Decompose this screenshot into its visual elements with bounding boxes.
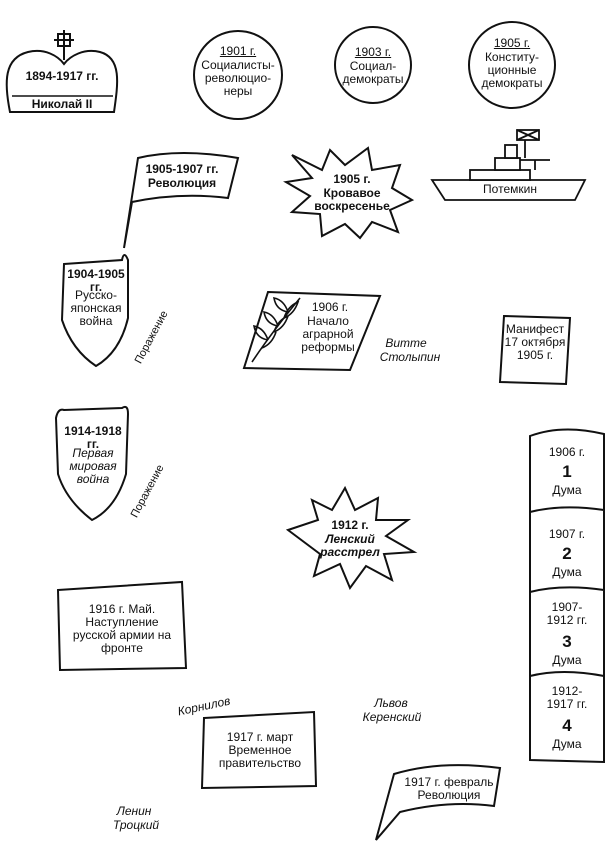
shield-ww1 [54,405,130,522]
figure-trotsky: Троцкий [112,818,160,832]
duma-2-number: 2 [562,544,572,563]
explosion-lena [285,485,418,591]
provisional-label: 1917 г. март Временное правительство [218,730,302,770]
wheat-icon [251,296,301,363]
russo-japanese-years: 1904-1905 гг. [67,267,125,294]
flag-1917-shape [375,764,502,841]
duma-1-number: 1 [562,462,572,481]
offensive-frame [56,580,188,672]
duma-1-label: Дума [552,483,582,497]
potemkin-label: Потемкин [483,182,537,196]
provisional-frame [200,710,318,790]
cross-icon [54,30,74,60]
party-sd-year: 1903 г. [354,45,392,59]
ww1-label: Первая мировая война [69,446,117,486]
party-sr-year: 1901 г. [219,44,257,58]
duma-1-years: 1906 г. [548,445,586,459]
bloody-sunday-label: Кровавое воскресенье [314,186,390,213]
party-circle-sd [334,26,412,104]
manifesto-label: Манифест 17 октября 1905 г. [504,322,566,362]
nicholas-years: 1894-1917 гг. [25,69,99,83]
crown-heart-shape [5,50,119,113]
figure-witte: Витте [385,336,427,350]
duma-column [529,428,605,764]
agrarian-year: 1906 г. [311,300,349,314]
offensive-label: 1916 г. Май. Наступление русской армии н… [72,602,172,655]
explosion-bloody-sunday [283,146,415,240]
party-sr-name: Социалисты-революцио-неры [201,58,275,98]
manifesto-frame [498,314,572,386]
lena-label: Ленский расстрел [320,532,380,559]
duma-2-years: 1907 г. [548,527,586,541]
ww1-years: 1914-1918 гг. [64,424,122,451]
revolution-1905-label: Революция [147,176,217,190]
revolution-1905-years: 1905-1907 гг. [145,162,219,176]
duma-3-years: 1907-1912 гг. [546,600,588,627]
duma-4-label: Дума [552,737,582,751]
figure-kerensky: Керенский [362,710,422,724]
duma-2-label: Дума [552,565,582,579]
russo-japanese-label: Русско-японская война [70,288,122,328]
bloody-sunday-year: 1905 г. [333,172,371,186]
figure-lenin: Ленин [116,804,152,818]
duma-3-label: Дума [552,653,582,667]
party-circle-kd [468,21,556,109]
nicholas-name: Николай II [31,97,93,111]
party-kd-year: 1905 г. [493,36,531,50]
lena-year: 1912 г. [331,518,369,532]
duma-4-years: 1912-1917 гг. [546,684,588,711]
flag-1905-shape [123,152,240,249]
shield-russo-japanese [60,254,129,368]
agrarian-label: Начало аграрной реформы [301,314,355,354]
agrarian-reform-frame [242,290,382,372]
figure-stolypin: Столыпин [379,350,441,364]
battleship-icon [430,129,587,201]
duma-3-number: 3 [562,632,572,651]
feb-revolution-label: 1917 г. февраль Революция [404,775,494,802]
party-sd-name: Социал-демократы [342,59,404,86]
party-circle-sr [193,30,283,120]
party-kd-name: Конститу-ционные демократы [481,50,543,90]
duma-4-number: 4 [562,716,572,735]
figure-lvov: Львов [374,696,408,710]
